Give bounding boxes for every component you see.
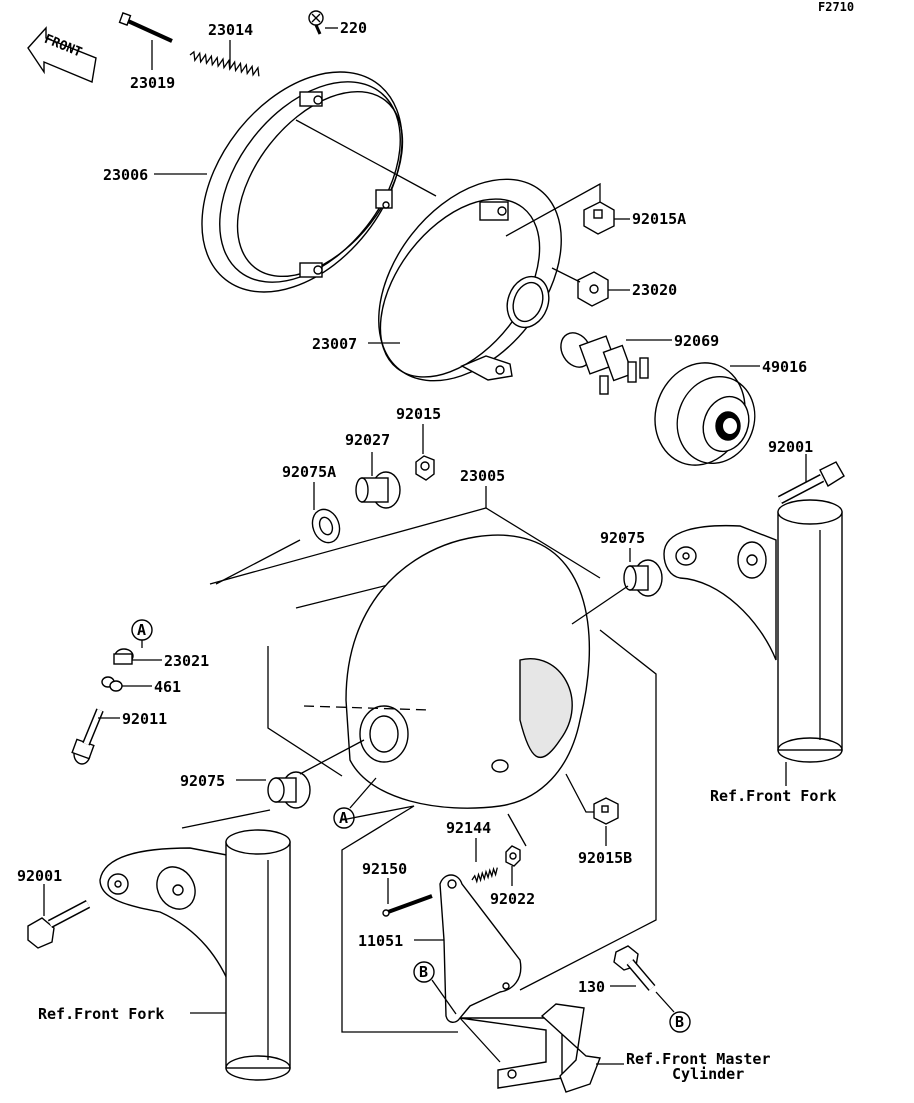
- callout-92001-left: 92001: [17, 867, 62, 885]
- screw-92011: [71, 708, 104, 765]
- headlight-lens-unit-23007: [378, 178, 562, 382]
- marker-b-bolt: B: [675, 1013, 684, 1031]
- callout-23006: 23006: [103, 166, 148, 184]
- callout-92022: 92022: [490, 890, 535, 908]
- marker-a-bottom: A: [339, 809, 348, 827]
- ref-front-fork-right: Ref.Front Fork: [710, 787, 836, 805]
- callout-92075-left: 92075: [180, 772, 225, 790]
- callout-23021: 23021: [164, 652, 209, 670]
- ref-master-cylinder-line2: Cylinder: [672, 1065, 744, 1083]
- callout-92144: 92144: [446, 819, 491, 837]
- screw-220: [308, 10, 324, 35]
- callout-130: 130: [578, 978, 605, 996]
- callout-23019: 23019: [130, 74, 175, 92]
- callout-23020: 23020: [632, 281, 677, 299]
- callout-92015B: 92015B: [578, 849, 632, 867]
- marker-b-bracket: B: [419, 963, 428, 981]
- front-arrow-icon: FRONT: [27, 26, 97, 83]
- washer-461: [101, 676, 123, 692]
- bolt-130: [613, 945, 656, 991]
- nut-92015: [415, 455, 435, 481]
- fork-bracket-right: [663, 524, 777, 661]
- grommet-92075-left: [267, 771, 311, 809]
- grommet-92075-right: [623, 559, 663, 597]
- callout-92075A: 92075A: [282, 463, 336, 481]
- ref-front-fork-left: Ref.Front Fork: [38, 1005, 164, 1023]
- headlight-housing-23005: [345, 534, 591, 809]
- collar-92027: [355, 471, 401, 509]
- bolt-92001-right: [777, 461, 845, 504]
- callout-92075-right: 92075: [600, 529, 645, 547]
- callout-92015: 92015: [396, 405, 441, 423]
- callout-461: 461: [154, 678, 181, 696]
- bolt-92001-left: [27, 900, 91, 949]
- screw-23021: [113, 648, 134, 665]
- ref-master-cylinder-line1: Ref.Front Master: [626, 1050, 771, 1068]
- screw-23019: [118, 12, 173, 43]
- rubber-cap-23020: [577, 271, 609, 307]
- headlight-rim-23006: [201, 71, 404, 293]
- callout-92027: 92027: [345, 431, 390, 449]
- callout-92011: 92011: [122, 710, 167, 728]
- callout-92015A: 92015A: [632, 210, 686, 228]
- callout-23005: 23005: [460, 467, 505, 485]
- grommet-92075A: [311, 508, 341, 544]
- spring-23014: [189, 50, 260, 77]
- callout-49016: 49016: [762, 358, 807, 376]
- callout-23014: 23014: [208, 21, 253, 39]
- callout-23007: 23007: [312, 335, 357, 353]
- dust-cover-49016: [654, 362, 756, 466]
- rubber-cap-92015B: [593, 797, 619, 825]
- marker-a-top: A: [137, 621, 146, 639]
- callout-92069: 92069: [674, 332, 719, 350]
- fork-tube-left: [225, 829, 291, 1081]
- callout-11051: 11051: [358, 932, 403, 950]
- callout-220: 220: [340, 19, 367, 37]
- headlight-bulb-92069: [560, 332, 649, 395]
- screw-92150: [382, 894, 433, 917]
- spring-92144: [471, 866, 498, 884]
- fork-bracket-left: [99, 847, 233, 991]
- callout-92150: 92150: [362, 860, 407, 878]
- nut-92022: [505, 845, 521, 867]
- rubber-cap-92015A: [583, 201, 615, 235]
- callout-92001-right: 92001: [768, 438, 813, 456]
- fork-tube-right: [777, 499, 843, 763]
- bracket-11051: [439, 874, 601, 1093]
- figure-id: F2710: [818, 0, 854, 14]
